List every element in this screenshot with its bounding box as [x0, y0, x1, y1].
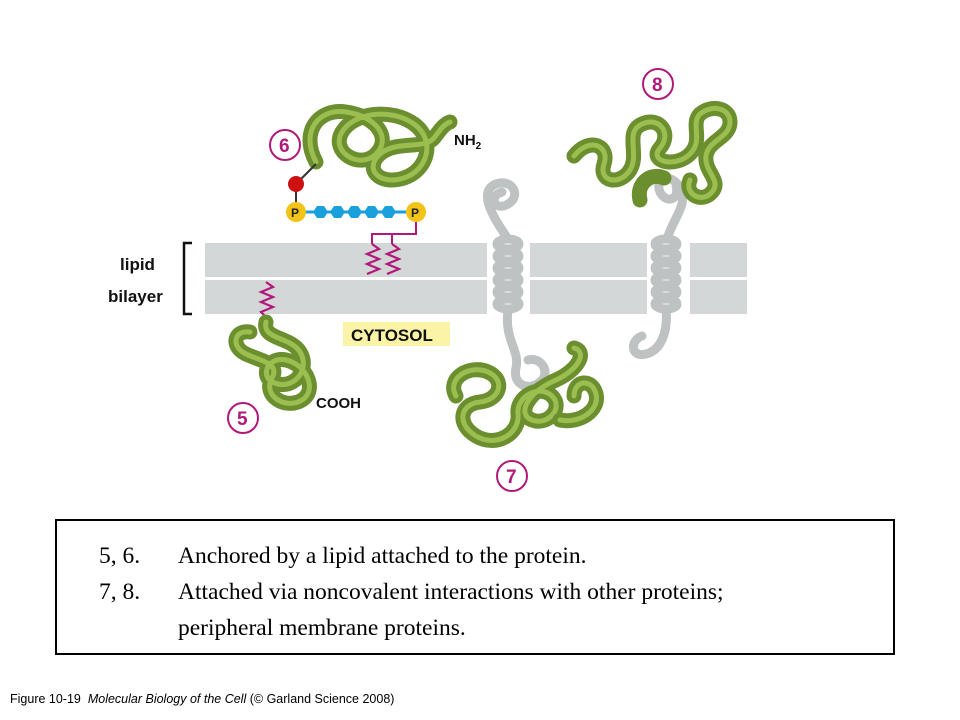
protein-8-transmembrane-helix [566, 100, 738, 360]
gpi-lipid-chain-2 [384, 243, 402, 276]
cytosol-label: CYTOSOL [351, 326, 433, 345]
caption-box: 5, 6. Anchored by a lipid attached to th… [55, 519, 895, 655]
phosphate-right [406, 202, 426, 222]
caption-number: 7, 8. [99, 579, 141, 605]
red-dot [288, 176, 304, 192]
nh2-label: NH2 [454, 132, 482, 152]
phosphate-left [286, 202, 306, 222]
lipid-label: lipid [120, 255, 155, 274]
membrane-protein-diagram: lipid bilayer CYTOSOL P P NH2 COOH [108, 68, 747, 492]
book-title: Molecular Biology of the Cell [87, 692, 247, 706]
caption-text: Attached via noncovalent interactions wi… [178, 579, 724, 605]
svg-text:7: 7 [506, 467, 517, 488]
cooh-label: COOH [316, 395, 361, 412]
svg-text:P: P [291, 206, 299, 220]
gpi-lipid-link [371, 222, 417, 244]
gpi-lipid-chain-1 [364, 243, 382, 276]
lipid-bilayer [205, 243, 747, 314]
cytosol-label-bg [343, 322, 450, 346]
marker-5: 5 [227, 402, 259, 434]
marker-7: 7 [496, 460, 528, 492]
protein-6-gpi-anchored: P P NH2 [286, 104, 482, 276]
caption-number: 5, 6. [99, 543, 141, 569]
bilayer-label: bilayer [108, 287, 163, 306]
protein-7-transmembrane-helix [446, 178, 604, 448]
copyright: (© Garland Science 2008) [249, 692, 395, 706]
caption-text: peripheral membrane proteins. [178, 615, 466, 641]
bilayer-bracket [182, 241, 192, 316]
caption-text: Anchored by a lipid attached to the prot… [178, 543, 587, 569]
figure-credit: Figure 10-19 Molecular Biology of the Ce… [10, 692, 394, 706]
marker-8: 8 [642, 68, 674, 100]
svg-text:P: P [411, 206, 419, 220]
sugar-chain [313, 206, 396, 218]
figure-number: Figure 10-19 [10, 692, 81, 706]
marker-6: 6 [269, 129, 301, 161]
protein-5-lipid-anchored: COOH [228, 281, 361, 412]
svg-text:6: 6 [279, 136, 290, 157]
svg-text:8: 8 [652, 75, 663, 96]
lipid-chain-5 [258, 281, 276, 319]
svg-text:5: 5 [237, 409, 248, 430]
